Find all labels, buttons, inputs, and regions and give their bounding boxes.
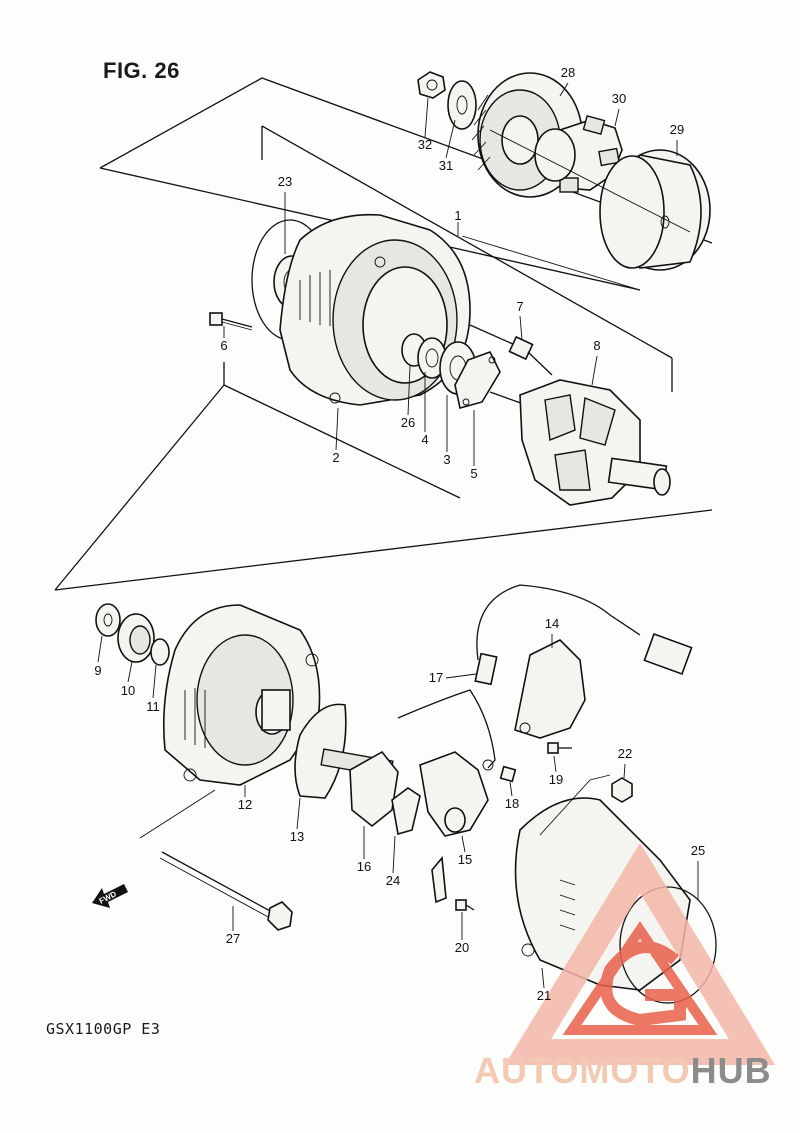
callout-leader-9 bbox=[97, 635, 103, 663]
callout-25: 25 bbox=[691, 843, 705, 858]
watermark-brand-part1: AUTOMOTO bbox=[474, 1050, 691, 1091]
lead-wire-17 bbox=[397, 584, 693, 771]
callout-leader-26 bbox=[407, 365, 411, 416]
callout-29: 29 bbox=[670, 122, 684, 137]
screw-19 bbox=[547, 742, 572, 754]
regulator-16 bbox=[349, 750, 399, 828]
callout-22: 22 bbox=[618, 746, 632, 761]
callout-27: 27 bbox=[226, 931, 240, 946]
callout-leader-19 bbox=[553, 755, 557, 773]
callout-leader-24 bbox=[392, 835, 396, 874]
rotor-cover-29 bbox=[489, 129, 711, 271]
bearing-10 bbox=[117, 613, 155, 663]
ic-regulator-14 bbox=[514, 639, 586, 739]
callout-31: 31 bbox=[439, 158, 453, 173]
callout-leader-15 bbox=[461, 835, 466, 853]
callout-28: 28 bbox=[561, 65, 575, 80]
callout-leader-11 bbox=[152, 664, 157, 699]
callout-32: 32 bbox=[418, 137, 432, 152]
callout-1: 1 bbox=[454, 208, 461, 223]
watermark-brand-part2: HUB bbox=[690, 1050, 772, 1091]
pulley-nut-32 bbox=[417, 71, 446, 99]
callout-leader-21 bbox=[541, 967, 545, 989]
callout-14: 14 bbox=[545, 616, 559, 631]
screw-18 bbox=[499, 765, 517, 783]
callout-7: 7 bbox=[516, 299, 523, 314]
callout-leader-31 bbox=[445, 119, 456, 159]
model-code: GSX1100GP E3 bbox=[46, 1020, 161, 1038]
rotor-8 bbox=[489, 379, 671, 506]
brush-holder-15 bbox=[419, 751, 489, 837]
callout-leader-17 bbox=[445, 673, 477, 679]
callout-leader-18 bbox=[509, 781, 513, 797]
washer-9 bbox=[95, 603, 121, 637]
callout-leader-8 bbox=[591, 355, 598, 386]
clamp-20 bbox=[431, 856, 475, 911]
callout-leader-28 bbox=[559, 82, 569, 97]
figure-title: FIG. 26 bbox=[103, 58, 180, 83]
callout-13: 13 bbox=[290, 829, 304, 844]
callout-leader-22 bbox=[623, 763, 626, 779]
bolt-27 bbox=[159, 851, 293, 931]
insulator-24 bbox=[391, 787, 421, 836]
callout-12: 12 bbox=[238, 797, 252, 812]
callout-leader-10 bbox=[127, 661, 133, 683]
callout-2: 2 bbox=[332, 450, 339, 465]
callout-leader-7 bbox=[519, 315, 523, 341]
callout-leader-32 bbox=[424, 97, 429, 138]
rear-housing-12 bbox=[162, 604, 321, 786]
callout-8: 8 bbox=[593, 338, 600, 353]
screw-7 bbox=[469, 324, 553, 376]
callout-leader-2 bbox=[335, 407, 339, 451]
callout-19: 19 bbox=[549, 772, 563, 787]
callout-23: 23 bbox=[278, 174, 292, 189]
callout-11: 11 bbox=[146, 699, 160, 714]
bearing-26-4 bbox=[401, 333, 447, 379]
callout-leader-30 bbox=[614, 108, 620, 127]
callout-leader-13 bbox=[296, 797, 301, 830]
callout-21: 21 bbox=[537, 988, 551, 1003]
callout-20: 20 bbox=[455, 940, 469, 955]
callout-4: 4 bbox=[421, 432, 428, 447]
callout-3: 3 bbox=[443, 452, 450, 467]
retainer-5 bbox=[454, 351, 501, 409]
bolt-6 bbox=[209, 312, 253, 331]
fwd-arrow-icon: FWD bbox=[92, 884, 128, 908]
callout-24: 24 bbox=[386, 873, 400, 888]
gasket-25 bbox=[619, 886, 717, 1004]
lower-leader-lines bbox=[139, 774, 611, 839]
watermark-wordmark: AUTOMOTOHUB bbox=[474, 1050, 772, 1092]
callout-10: 10 bbox=[121, 683, 135, 698]
nut-22 bbox=[611, 777, 633, 803]
callout-18: 18 bbox=[505, 796, 519, 811]
callout-30: 30 bbox=[612, 91, 626, 106]
callout-6: 6 bbox=[220, 338, 227, 353]
watermark-logo bbox=[504, 842, 776, 1065]
callout-26: 26 bbox=[401, 415, 415, 430]
washer-31 bbox=[447, 80, 477, 130]
callout-9: 9 bbox=[94, 663, 101, 678]
callout-5: 5 bbox=[470, 466, 477, 481]
callout-16: 16 bbox=[357, 859, 371, 874]
bushing-11 bbox=[150, 638, 170, 666]
callout-15: 15 bbox=[458, 852, 472, 867]
callout-17: 17 bbox=[429, 670, 443, 685]
